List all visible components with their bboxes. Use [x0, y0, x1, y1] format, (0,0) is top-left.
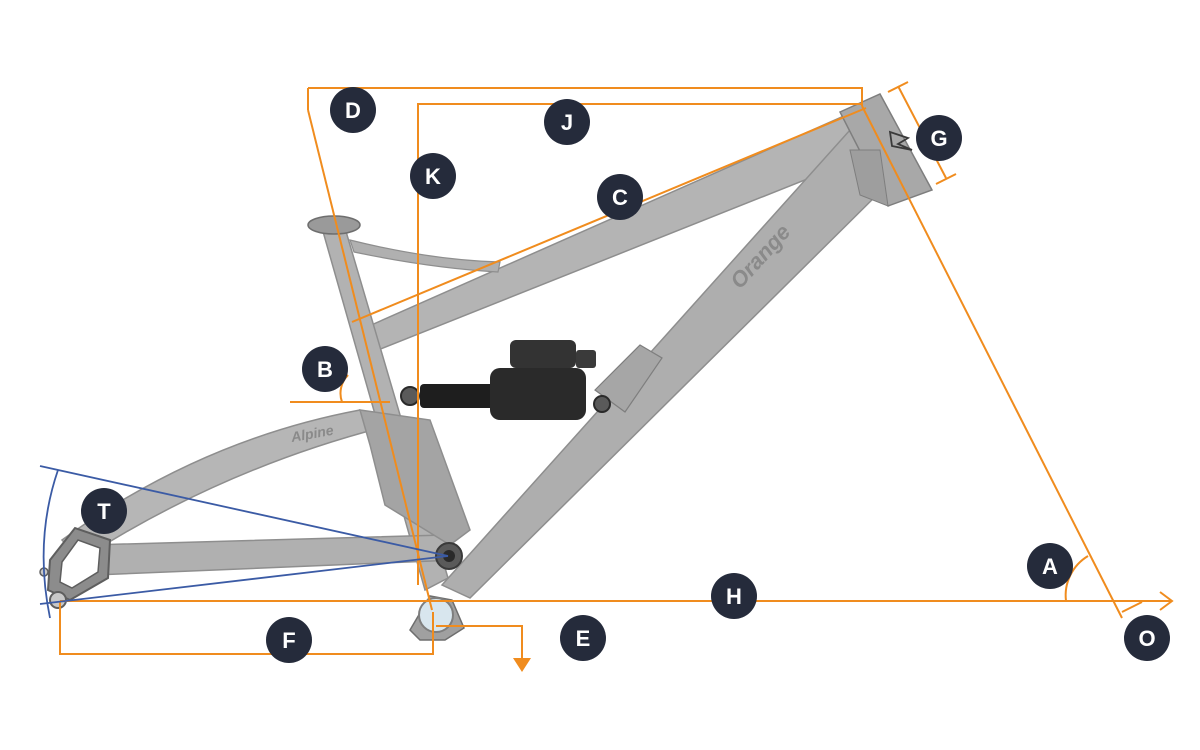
dimension-g-tick-bottom	[935, 173, 957, 185]
dimension-f-line	[59, 601, 434, 655]
badge-b-label: B	[317, 357, 333, 382]
stay-logo: Alpine	[289, 422, 335, 445]
dimension-lines	[59, 81, 1174, 662]
shock-eye-front	[400, 386, 420, 406]
dimension-d-diagonal	[307, 109, 433, 611]
badge-a-label: A	[1042, 554, 1058, 579]
badge-t-label: T	[97, 499, 111, 524]
dimension-j-line	[417, 103, 862, 585]
badge-b: B	[302, 346, 348, 392]
badge-e-label: E	[576, 626, 591, 651]
dimension-o-arc	[1121, 601, 1143, 613]
badge-e: E	[560, 615, 606, 661]
shock-eye-rear	[593, 395, 611, 413]
shock-reservoir	[510, 340, 576, 368]
badge-k-label: K	[425, 164, 441, 189]
t-dimension-lines	[39, 465, 449, 619]
badge-h: H	[711, 573, 757, 619]
shock-body	[490, 368, 586, 420]
shock-mount	[594, 344, 663, 413]
chain-stay	[89, 534, 457, 576]
rear-shock-icon	[400, 340, 611, 420]
bottom-bracket	[418, 597, 454, 633]
badge-f-label: F	[282, 628, 295, 653]
badge-h-label: H	[726, 584, 742, 609]
badge-c-label: C	[612, 185, 628, 210]
badge-o: O	[1124, 615, 1170, 661]
shock-lever	[576, 350, 596, 368]
bike-frame: Orange Alpine	[39, 93, 934, 641]
badge-o-label: O	[1138, 626, 1155, 651]
badge-g-label: G	[930, 126, 947, 151]
badge-f: F	[266, 617, 312, 663]
arrow-down-icon	[513, 658, 531, 672]
top-tube-brace	[349, 239, 501, 273]
t-arc	[42, 469, 59, 619]
badge-j: J	[544, 99, 590, 145]
badge-k: K	[410, 153, 456, 199]
dropout-window	[59, 539, 101, 589]
main-pivot-bolt	[443, 550, 455, 562]
dimension-headangle-line	[861, 105, 1123, 619]
badge-j-label: J	[561, 110, 573, 135]
t-line-upper	[39, 465, 449, 557]
dimension-h-arrow	[1159, 591, 1174, 611]
headtube-gusset	[849, 149, 889, 207]
badge-t: T	[81, 488, 127, 534]
dimension-e-line	[436, 625, 523, 662]
badge-d: D	[330, 87, 376, 133]
badge-c: C	[597, 174, 643, 220]
orange-brand-emblem-icon	[888, 130, 913, 151]
shock-shaft	[420, 384, 500, 408]
badge-g: G	[916, 115, 962, 161]
dimension-g-tick-top	[887, 81, 909, 93]
badge-a: A	[1027, 543, 1073, 589]
t-line-lower	[39, 555, 449, 605]
badge-d-label: D	[345, 98, 361, 123]
dimension-d-line	[308, 87, 863, 106]
